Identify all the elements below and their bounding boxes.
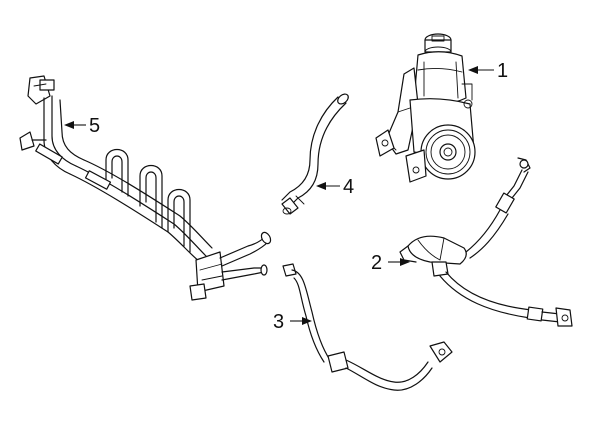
svg-text:4: 4 [343,176,354,198]
callout-4: 4 [316,176,354,198]
svg-text:5: 5 [89,115,100,137]
power-steering-pump [375,33,476,183]
cooler-line-assembly [19,75,272,301]
callout-2: 2 [371,252,410,274]
svg-text:2: 2 [371,252,382,274]
svg-text:3: 3 [273,311,284,333]
callout-5: 5 [64,115,100,137]
svg-text:1: 1 [497,60,508,82]
pressure-hose-assembly [399,157,573,327]
callout-3: 3 [273,311,312,333]
short-return-hose [281,93,349,215]
return-line-assembly [282,263,453,391]
callout-1: 1 [468,60,508,82]
